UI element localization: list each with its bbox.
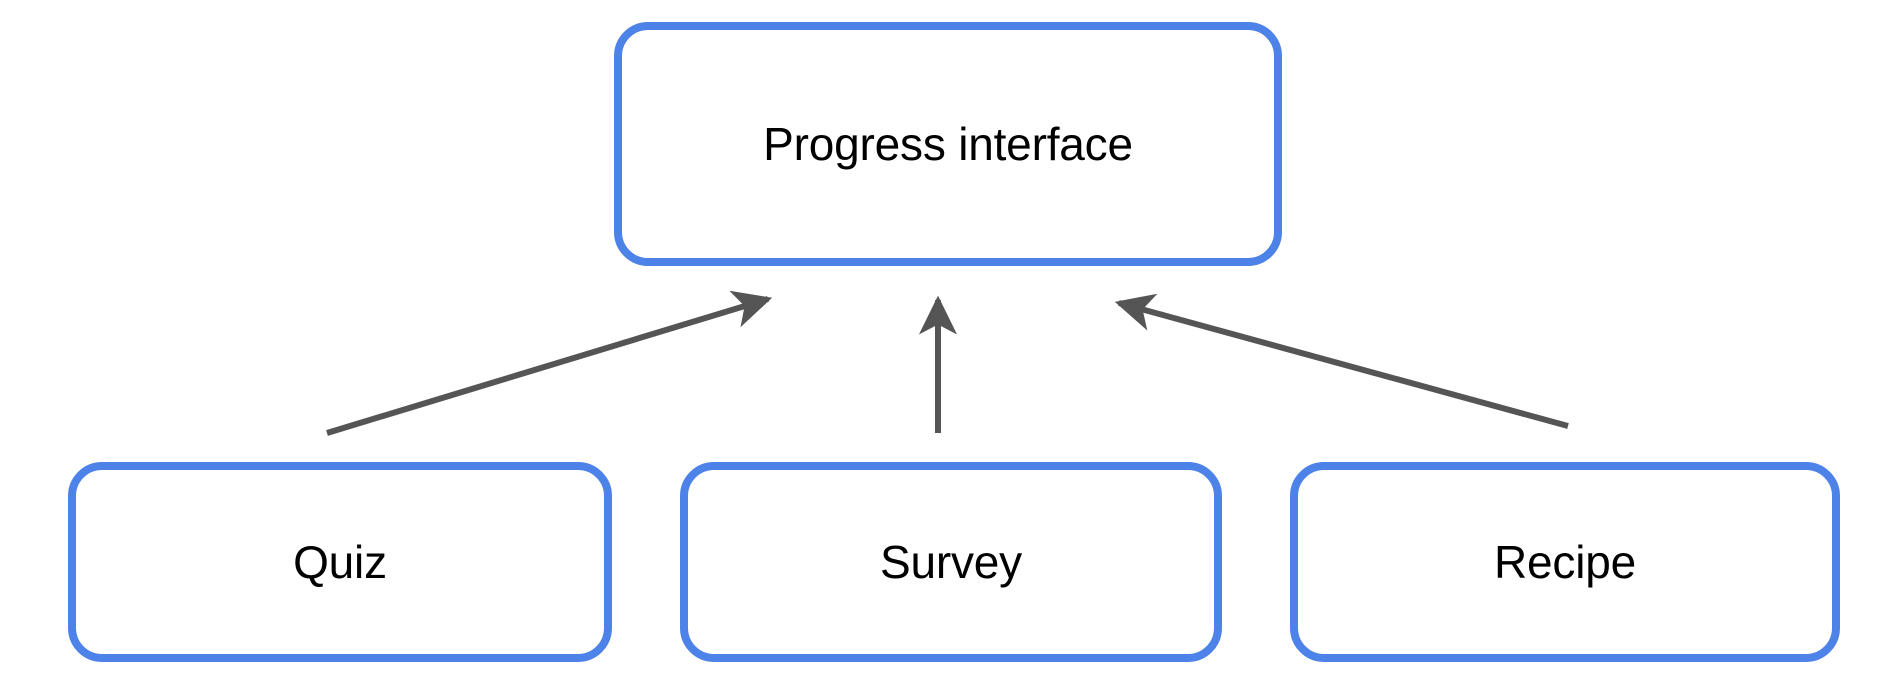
node-quiz[interactable]: Quiz — [68, 462, 612, 662]
node-survey[interactable]: Survey — [680, 462, 1222, 662]
node-label-survey: Survey — [880, 536, 1022, 588]
edge-recipe-to-root — [1114, 293, 1569, 429]
node-progress-interface[interactable]: Progress interface — [614, 22, 1282, 266]
node-label-quiz: Quiz — [293, 536, 387, 588]
node-label-progress-interface: Progress interface — [763, 118, 1133, 170]
node-recipe[interactable]: Recipe — [1290, 462, 1840, 662]
edge-quiz-to-root — [326, 290, 773, 436]
node-label-recipe: Recipe — [1494, 536, 1636, 588]
